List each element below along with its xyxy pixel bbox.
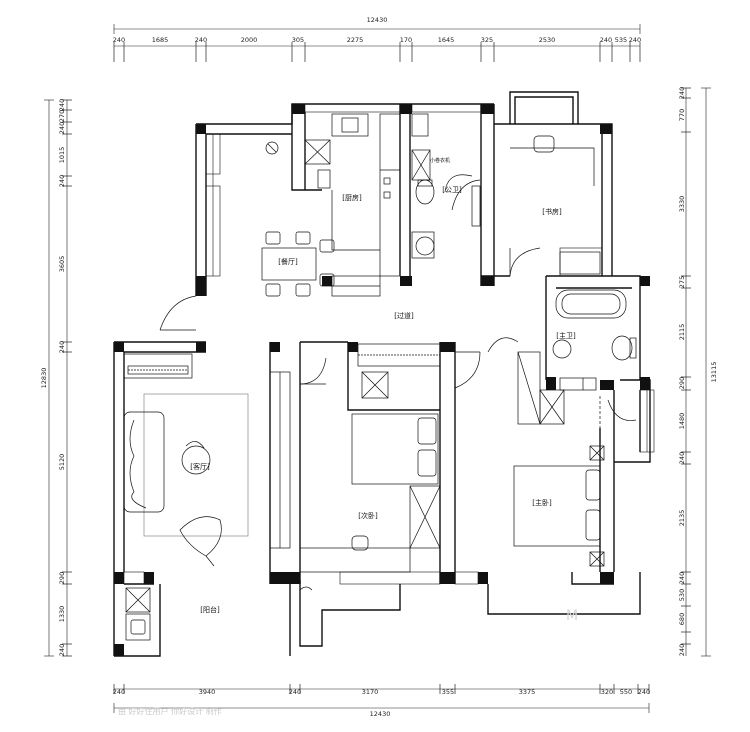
- right-seg-5: 2115: [678, 324, 686, 341]
- bottom-seg-2: 3940: [199, 688, 216, 696]
- bottom-segment-labels: 240 3940 240 3170 355 3375 320 550 240: [113, 688, 650, 696]
- dining-table: [261, 231, 335, 297]
- right-seg-1: 240: [678, 87, 686, 99]
- top-seg-9: 325: [481, 36, 493, 44]
- room-master-bath-label: [主卫]: [556, 331, 576, 340]
- dimension-lines: [44, 24, 711, 713]
- top-seg-5: 305: [292, 36, 304, 44]
- kitchen-fixtures: [304, 113, 401, 297]
- room-dining-label: [餐厅]: [278, 257, 298, 266]
- right-total-label: 13115: [710, 362, 718, 383]
- bottom-seg-8: 550: [620, 688, 632, 696]
- bottom-total-label: 12430: [370, 710, 391, 718]
- top-seg-7: 170: [400, 36, 412, 44]
- dimension-ticks: [62, 42, 691, 694]
- right-seg-3: 3330: [678, 196, 686, 213]
- right-seg-10: 240: [678, 572, 686, 584]
- room-kitchen-label: [厨房]: [342, 193, 362, 202]
- top-seg-13: 240: [629, 36, 641, 44]
- walls: [113, 91, 651, 657]
- top-seg-10: 2530: [539, 36, 556, 44]
- left-seg-1: 240: [58, 99, 66, 111]
- top-seg-8: 1645: [438, 36, 455, 44]
- balcony-fixtures: [125, 587, 151, 641]
- windows: [123, 103, 655, 585]
- left-seg-7: 240: [58, 341, 66, 353]
- left-total-label: 12830: [40, 368, 48, 389]
- right-seg-11: 530: [678, 589, 686, 601]
- entry-lamp: [265, 141, 279, 155]
- columns: [114, 104, 650, 656]
- left-seg-8: 5120: [58, 454, 66, 471]
- bottom-seg-3: 240: [289, 688, 301, 696]
- bottom-seg-9: 240: [638, 688, 650, 696]
- room-corridor-label: [过道]: [394, 311, 414, 320]
- top-seg-2: 1685: [152, 36, 169, 44]
- room-study-label: [书房]: [542, 207, 562, 216]
- watermark-text: 由 好好住用户 你好设计 制作: [118, 707, 222, 716]
- top-seg-1: 240: [113, 36, 125, 44]
- top-seg-11: 240: [600, 36, 612, 44]
- left-seg-9: 290: [58, 572, 66, 584]
- room-public-bath-label: [公卫]: [442, 186, 462, 194]
- right-seg-7: 1480: [678, 413, 686, 430]
- master-bedroom-fixtures: [513, 351, 605, 567]
- right-seg-2: 770: [678, 109, 686, 121]
- right-seg-6: 290: [678, 377, 686, 389]
- bottom-seg-5: 355: [442, 688, 454, 696]
- right-seg-12: 680: [678, 613, 686, 625]
- door-openings: [399, 190, 601, 428]
- second-bedroom-fixtures: [269, 343, 441, 573]
- master-bath-fixtures: [552, 289, 637, 391]
- right-seg-13: 240: [678, 644, 686, 656]
- right-segment-labels: 240 770 3330 275 2115 290 1480 240 2135 …: [678, 87, 686, 656]
- study-fixtures: [510, 135, 601, 275]
- top-segment-labels: 240 1685 240 2000 305 2275 170 1645 325 …: [113, 36, 641, 44]
- top-seg-3: 240: [195, 36, 207, 44]
- room-second-bedroom-label: [次卧]: [358, 511, 378, 520]
- left-seg-4: 1015: [58, 147, 66, 164]
- left-seg-5: 240: [58, 175, 66, 187]
- bottom-seg-6: 3375: [519, 688, 536, 696]
- watermark-logo: M: [566, 608, 579, 624]
- left-seg-6: 3605: [58, 256, 66, 273]
- room-balcony-label: [阳台]: [200, 605, 220, 614]
- bottom-seg-7: 320: [601, 688, 613, 696]
- top-seg-12: 535: [615, 36, 627, 44]
- left-seg-2: 270: [58, 110, 66, 122]
- doors: [159, 179, 637, 591]
- right-seg-8: 240: [678, 452, 686, 464]
- left-segment-labels: 240 270 240 1015 240 3605 240 5120 290 1…: [58, 99, 66, 656]
- bottom-seg-1: 240: [113, 688, 125, 696]
- left-seg-11: 240: [58, 644, 66, 656]
- top-seg-4: 2000: [241, 36, 258, 44]
- room-living-label: [客厅]: [190, 462, 210, 471]
- public-bath-fixtures: [411, 113, 481, 259]
- top-seg-6: 2275: [347, 36, 364, 44]
- right-seg-9: 2135: [678, 510, 686, 527]
- room-master-bedroom-label: [主卧]: [532, 498, 552, 507]
- top-total-label: 12430: [367, 16, 388, 24]
- washer-note: 小卷衣机: [430, 157, 450, 164]
- bottom-seg-4: 3170: [362, 688, 379, 696]
- living-room-fixtures: [123, 353, 249, 567]
- left-seg-3: 240: [58, 122, 66, 134]
- right-seg-4: 275: [678, 276, 686, 288]
- left-seg-10: 1330: [58, 606, 66, 623]
